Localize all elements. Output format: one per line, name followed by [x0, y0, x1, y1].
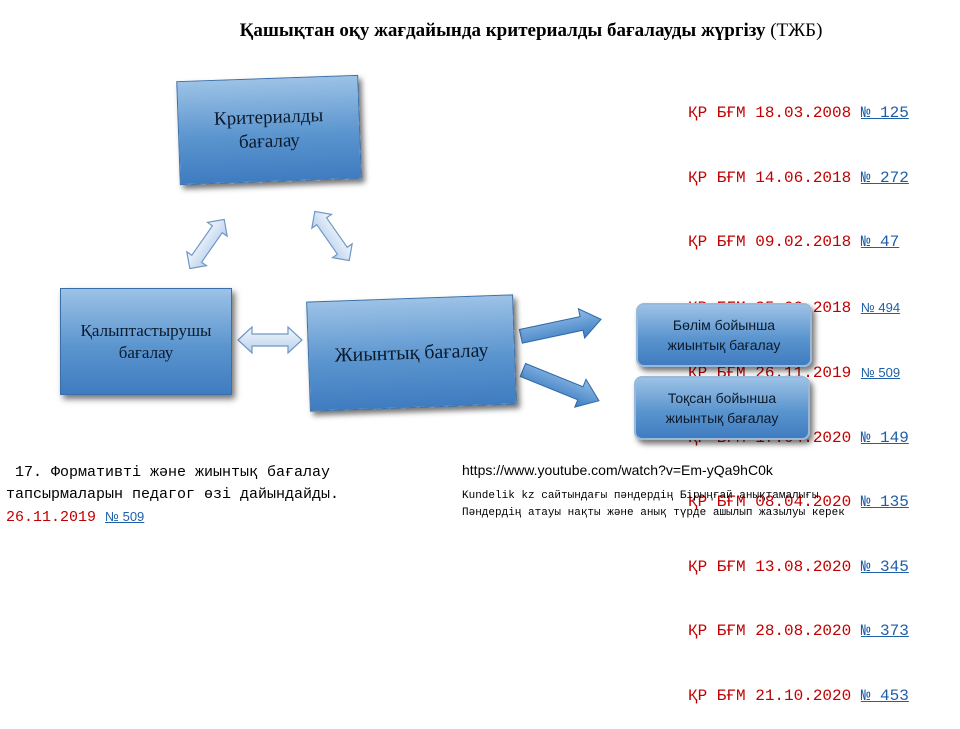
double-arrow-criterial-summative — [311, 210, 353, 262]
page-title: Қашықтан оқу жағдайында критериалды баға… — [0, 20, 960, 42]
criterial-assessment-box: Критериалды бағалау — [176, 74, 362, 186]
summative-assessment-box: Жиынтық бағалау — [306, 294, 517, 412]
reference-item: ҚР БҒМ 13.08.2020 № 345 — [688, 557, 909, 576]
kundelik-note: Kundelik kz сайтындағы пәндердің Бірыңға… — [462, 490, 819, 502]
rule-date: 26.11.2019 — [6, 509, 106, 526]
reference-link[interactable]: № 125 — [860, 104, 909, 122]
reference-item: ҚР БҒМ 09.02.2018 № 47 — [688, 233, 900, 251]
double-arrow-formative-summative — [237, 325, 303, 355]
youtube-link[interactable]: https://www.youtube.com/watch?v=Em-yQa9h… — [462, 462, 773, 478]
formative-assessment-box: Қалыптастырушы бағалау — [60, 288, 232, 395]
section-summative-box: Бөлім бойынша жиынтық бағалау — [636, 303, 812, 367]
reference-item: ҚР БҒМ 28.08.2020 № 373 — [688, 622, 909, 640]
reference-link[interactable]: № 509 — [860, 365, 901, 380]
title-suffix: (ТЖБ) — [765, 20, 823, 41]
reference-item: ҚР БҒМ 08.04.2020 № 135 — [688, 493, 909, 511]
subject-names-note: Пәндердің атауы нақты және анық түрде аш… — [462, 507, 845, 519]
double-arrow-formative-criterial — [186, 218, 228, 270]
reference-item: ҚР БҒМ 18.03.2008 № 125 — [688, 104, 909, 122]
quarter-summative-box: Тоқсан бойынша жиынтық бағалау — [634, 376, 810, 440]
reference-item: ҚР БҒМ 14.06.2018 № 272 — [688, 168, 909, 187]
reference-link[interactable]: № 373 — [860, 622, 909, 640]
diagram-arrows — [186, 210, 602, 408]
arrow-to-quarter — [519, 362, 600, 408]
rule-link[interactable]: № 509 — [105, 509, 145, 524]
reference-link[interactable]: № 272 — [860, 168, 909, 187]
arrow-to-section — [518, 307, 602, 344]
reference-link[interactable]: № 453 — [860, 686, 909, 705]
reference-link[interactable]: № 494 — [860, 299, 901, 315]
reference-link[interactable]: № 135 — [860, 493, 909, 511]
title-main: Қашықтан оқу жағдайында критериалды баға… — [239, 20, 766, 41]
reference-link[interactable]: № 345 — [860, 557, 909, 576]
reference-link[interactable]: № 149 — [860, 428, 909, 447]
reference-link[interactable]: № 47 — [860, 233, 900, 251]
reference-item: ҚР БҒМ 21.10.2020 № 453 — [688, 686, 909, 705]
